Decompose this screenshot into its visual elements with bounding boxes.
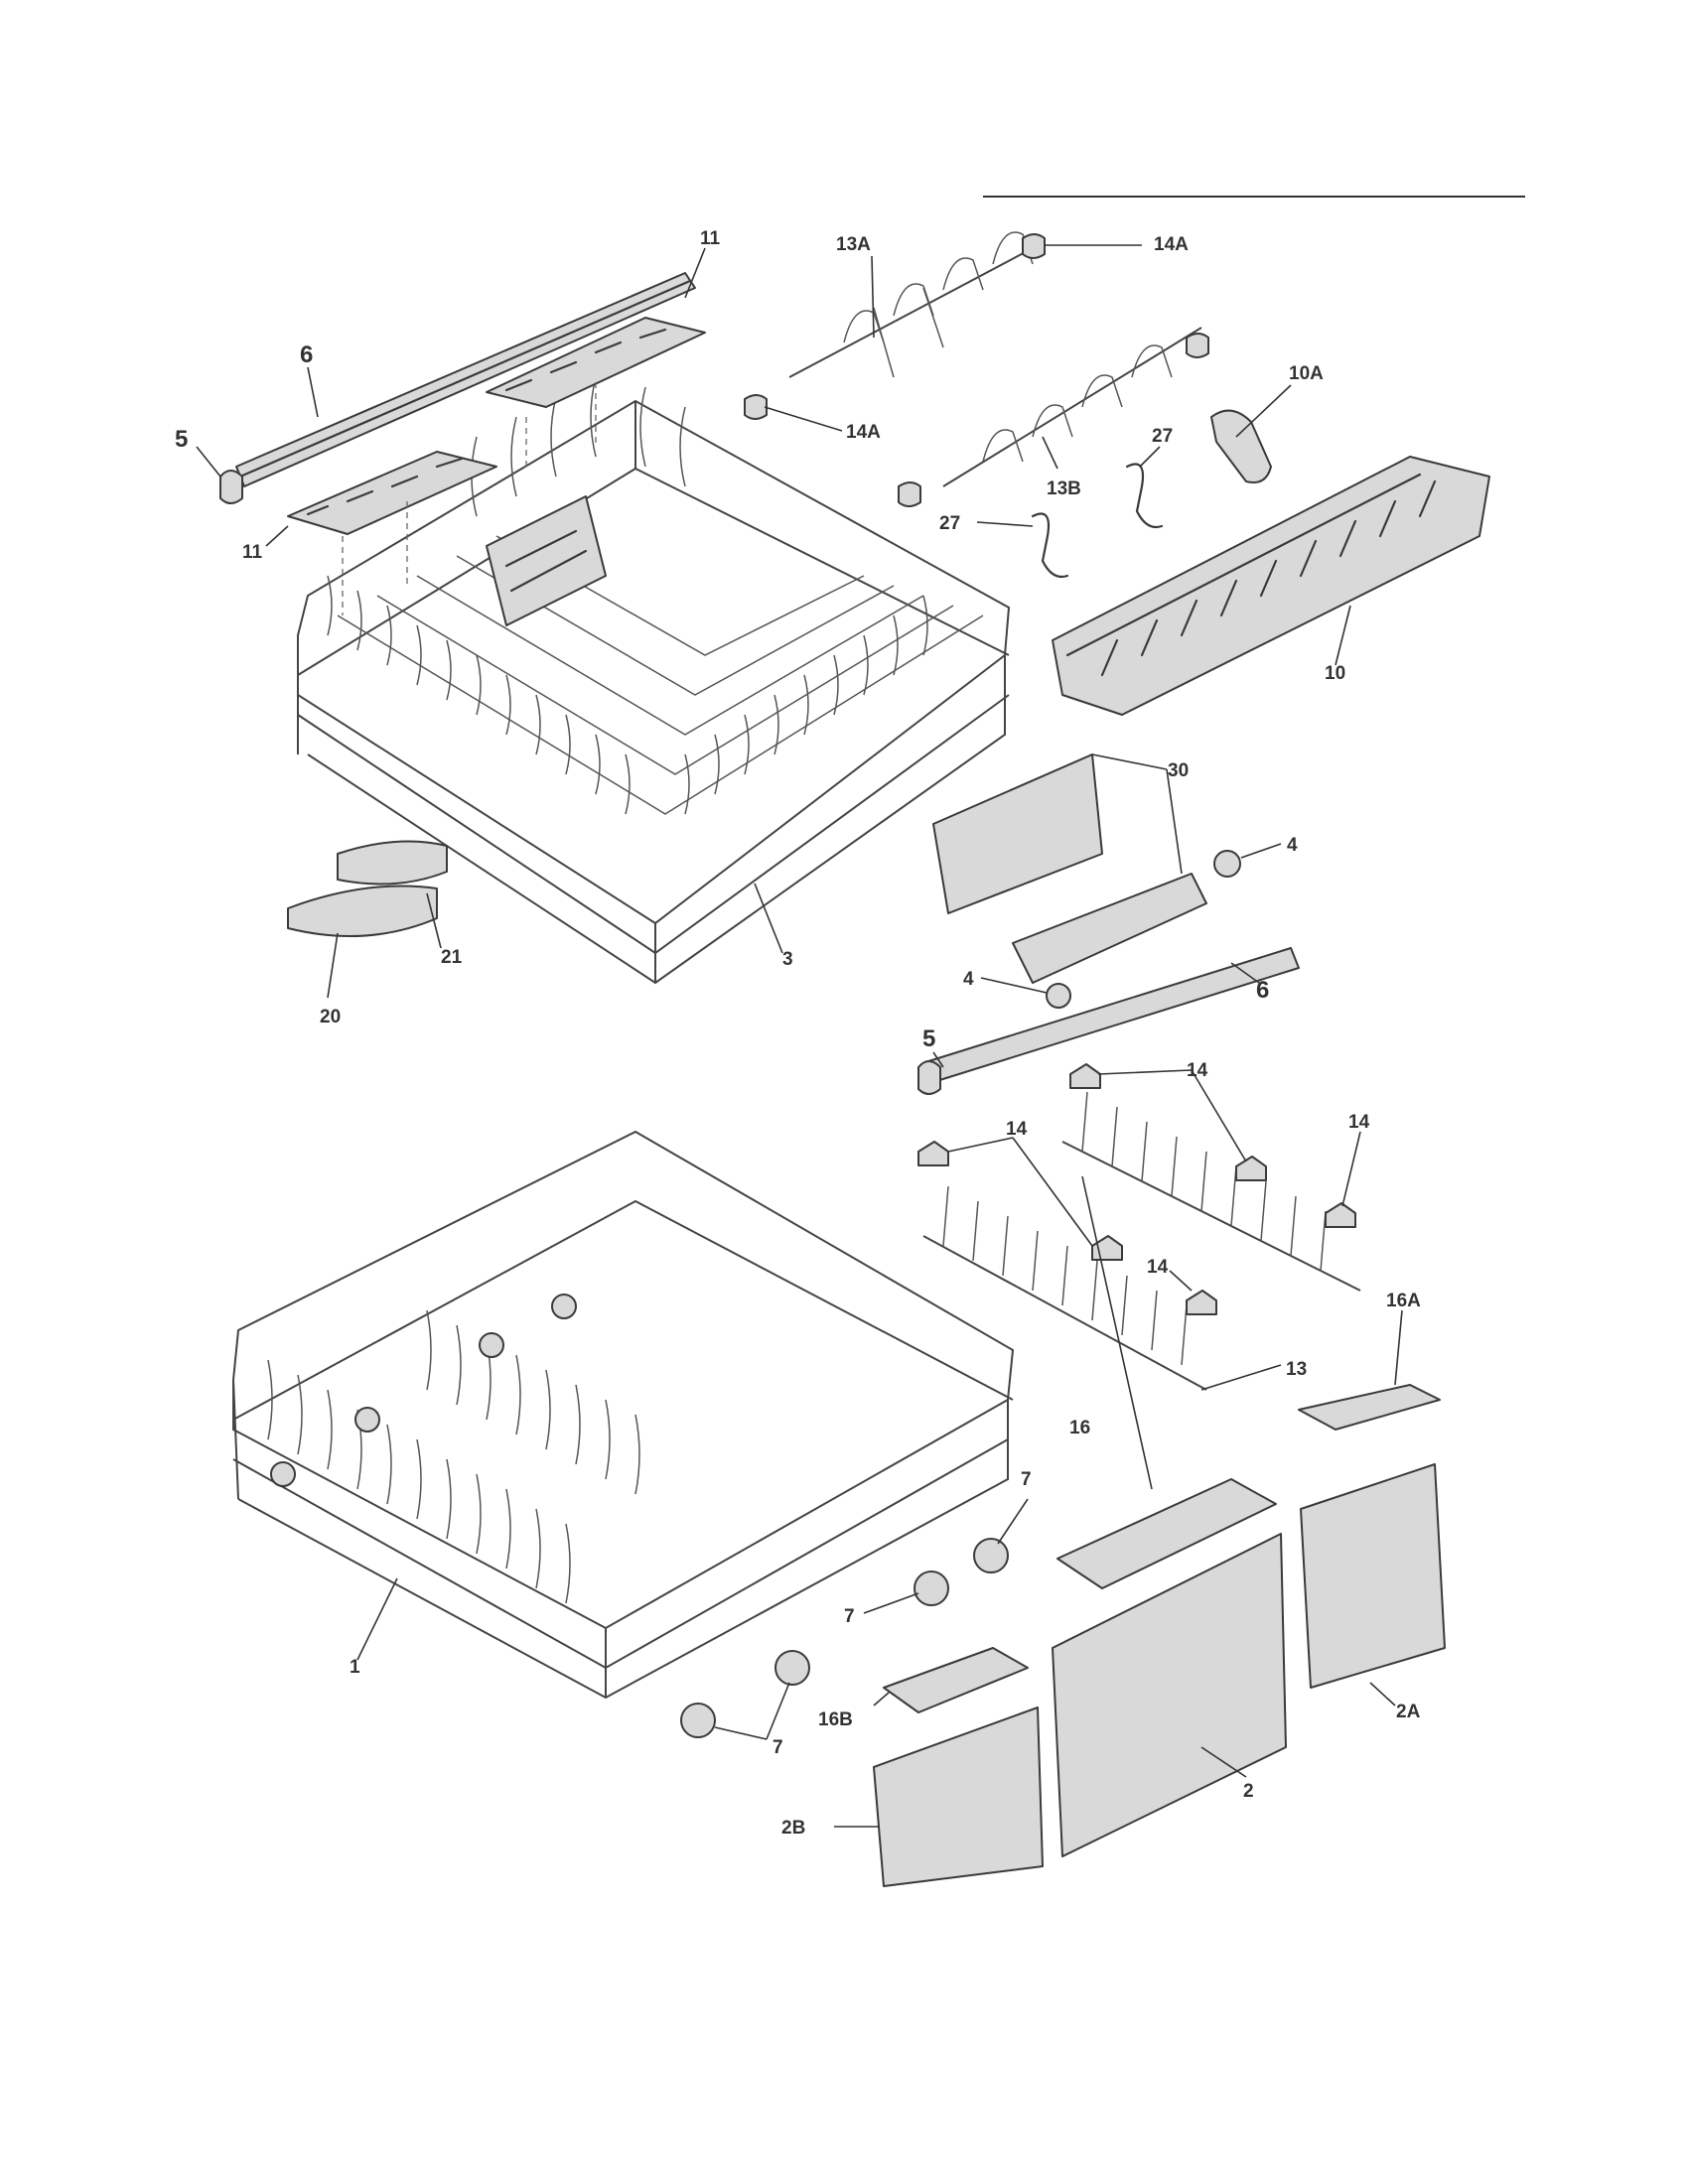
clip-14-a	[1069, 1063, 1101, 1089]
callout-5-mid: 5	[922, 1025, 935, 1052]
clip-14A-right	[1186, 333, 1209, 358]
callout-11-top: 11	[700, 228, 721, 249]
rail-6-top	[235, 272, 696, 487]
callout-21: 21	[441, 947, 463, 968]
callout-5-top: 5	[175, 426, 188, 453]
wheel-4-right	[1213, 850, 1241, 878]
callout-3: 3	[782, 949, 793, 970]
callout-13B: 13B	[1047, 478, 1081, 499]
clip-27-right	[1125, 463, 1164, 529]
callout-7-b: 7	[844, 1606, 855, 1627]
callout-4-right: 4	[1287, 835, 1298, 856]
callout-1: 1	[350, 1657, 360, 1678]
clip-27-left	[1031, 512, 1069, 579]
callout-7-a: 7	[1021, 1469, 1032, 1490]
end-cap-5-top	[219, 470, 243, 504]
callout-13A: 13A	[836, 234, 871, 255]
leader-lines	[196, 244, 1403, 1828]
callout-14A-top: 14A	[1154, 234, 1189, 255]
lower-rack	[232, 1130, 1015, 1700]
wheel-7-d	[680, 1703, 716, 1738]
callout-2: 2	[1243, 1781, 1254, 1802]
basket-lid-16B	[883, 1647, 1029, 1713]
callout-14A-mid: 14A	[846, 422, 881, 443]
callout-10A: 10A	[1289, 363, 1324, 384]
handle-20	[287, 885, 438, 937]
callout-13: 13	[1286, 1359, 1307, 1380]
callout-16A: 16A	[1386, 1291, 1421, 1311]
tine-row-13B	[942, 327, 1202, 487]
callout-14-d: 14	[1147, 1257, 1169, 1278]
callout-14-a: 14	[1187, 1060, 1208, 1081]
handle-10A	[1210, 409, 1272, 483]
callout-27-left: 27	[939, 513, 960, 534]
callout-27-right: 27	[1152, 426, 1173, 447]
callout-6-top: 6	[300, 341, 313, 368]
callout-30: 30	[1168, 760, 1189, 781]
callout-2A: 2A	[1396, 1702, 1421, 1722]
callout-16B: 16B	[818, 1709, 853, 1730]
clip-14-b	[917, 1141, 949, 1166]
clip-14A-top	[1022, 233, 1046, 259]
tine-row-13	[922, 1091, 1361, 1391]
clip-14A-left	[744, 394, 768, 420]
basket-2	[1052, 1533, 1287, 1857]
shelf-11-right	[486, 317, 706, 408]
tine-row-13A	[788, 231, 1034, 378]
basket-2A	[1300, 1463, 1446, 1689]
wheel-7-c	[774, 1650, 810, 1686]
clip-14-c	[1235, 1156, 1267, 1181]
bracket-21	[337, 840, 448, 886]
upper-rack	[297, 376, 1011, 985]
callout-2B: 2B	[781, 1818, 805, 1839]
end-cap-5-mid	[917, 1060, 941, 1095]
clip-14-f	[1186, 1290, 1217, 1315]
callout-6-mid: 6	[1256, 977, 1269, 1004]
wheel-7-b	[914, 1570, 949, 1606]
shelf-11-left	[287, 451, 497, 535]
bracket-30	[932, 753, 1207, 984]
callout-10: 10	[1325, 663, 1345, 684]
wheel-7-a	[973, 1538, 1009, 1573]
callout-11-left: 11	[242, 542, 263, 563]
callout-14-b: 14	[1006, 1119, 1028, 1140]
basket-2B	[873, 1706, 1044, 1887]
basket-lid-16A	[1298, 1384, 1441, 1431]
callout-4-left: 4	[963, 969, 974, 990]
clip-14A-low	[898, 481, 921, 507]
basket-10	[1052, 456, 1490, 716]
callout-16: 16	[1069, 1418, 1090, 1438]
callout-14-c: 14	[1348, 1112, 1370, 1133]
callout-7-c: 7	[773, 1737, 783, 1758]
callout-20: 20	[320, 1007, 341, 1027]
basket-lid-16	[1056, 1478, 1277, 1589]
rail-6-mid	[924, 947, 1300, 1083]
clip-14-d	[1325, 1202, 1356, 1228]
wheel-4-left	[1046, 983, 1071, 1009]
